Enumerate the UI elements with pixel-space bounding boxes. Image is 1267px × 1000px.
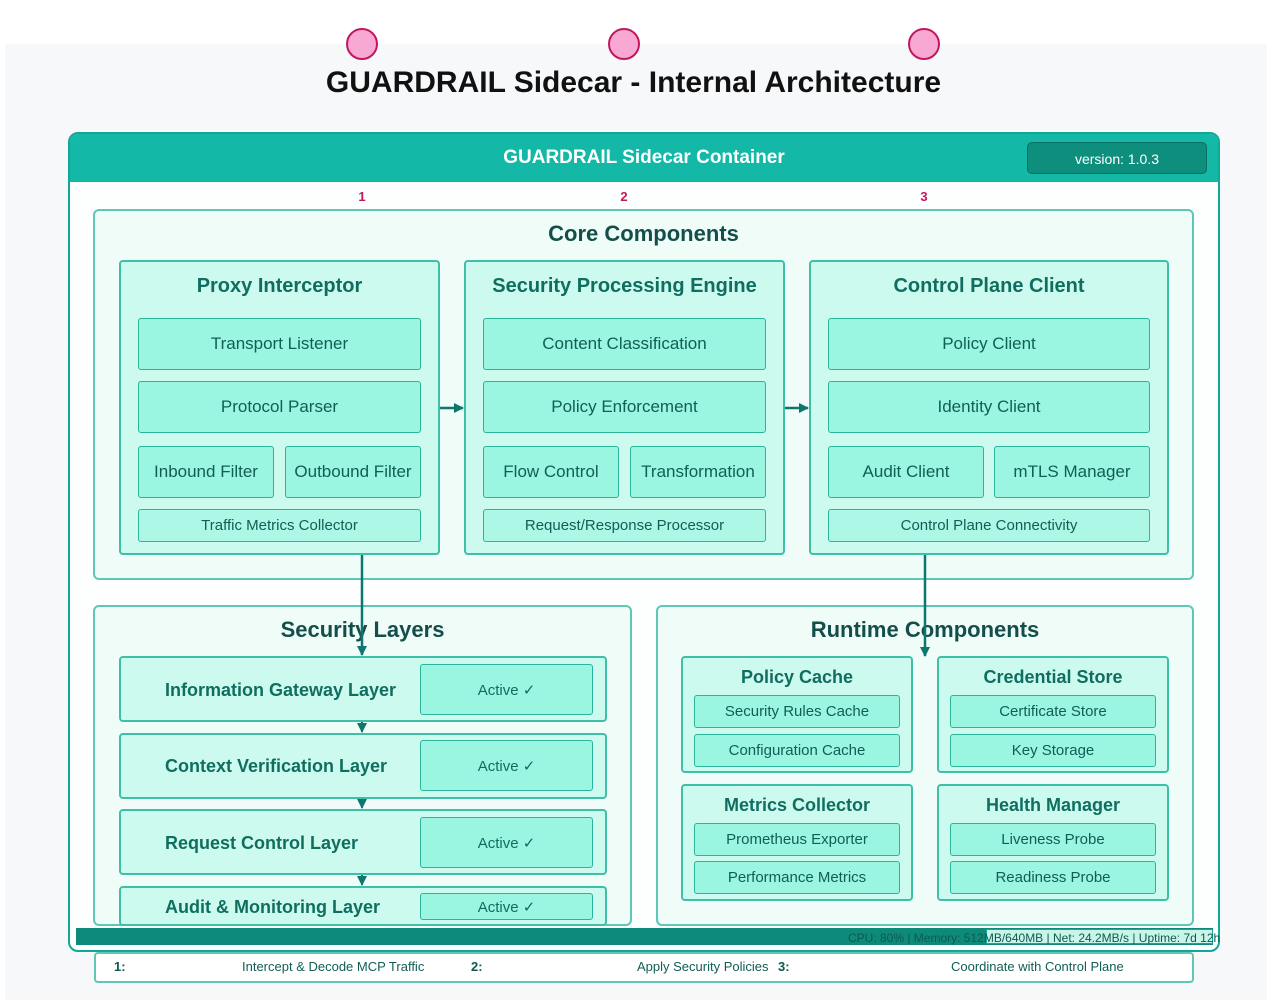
legend-bar [94, 952, 1194, 983]
inbound-filter: Inbound Filter [138, 446, 274, 498]
security-engine-title: Security Processing Engine [492, 275, 757, 297]
content-classification: Content Classification [483, 318, 766, 370]
control-plane-connectivity: Control Plane Connectivity [828, 509, 1150, 542]
mtls-manager: mTLS Manager [994, 446, 1150, 498]
step-2-marker [608, 28, 640, 60]
configuration-cache: Configuration Cache [694, 734, 900, 767]
transport-listener: Transport Listener [138, 318, 421, 370]
legend-2-number: 2: [471, 959, 483, 974]
certificate-store: Certificate Store [950, 695, 1156, 728]
layer-context-verification-status: Active ✓ [420, 740, 593, 791]
layer-context-verification-label: Context Verification Layer [165, 756, 388, 776]
legend-3-number: 3: [778, 959, 790, 974]
flow-control: Flow Control [483, 446, 619, 498]
audit-client: Audit Client [828, 446, 984, 498]
metrics-collector-title: Metrics Collector [723, 795, 871, 815]
credential-store-title: Credential Store [983, 667, 1123, 687]
status-bar-highlight [986, 929, 1213, 944]
outbound-filter: Outbound Filter [285, 446, 421, 498]
layer-request-control-status: Active ✓ [420, 817, 593, 868]
health-manager-title: Health Manager [985, 795, 1121, 815]
policy-cache-title: Policy Cache [740, 667, 854, 687]
legend-1-text: Intercept & Decode MCP Traffic [242, 959, 425, 974]
status-text: CPU: 80% | Memory: 512MB/640MB | Net: 24… [848, 931, 1221, 945]
step-number-2: 2 [620, 189, 628, 204]
protocol-parser: Protocol Parser [138, 381, 421, 433]
proxy-interceptor-title: Proxy Interceptor [196, 275, 363, 297]
status-bar [76, 928, 1213, 945]
step-3-marker [908, 28, 940, 60]
container-title: GUARDRAIL Sidecar Container [503, 147, 785, 168]
legend-1-number: 1: [114, 959, 126, 974]
layer-audit-monitoring-label: Audit & Monitoring Layer [165, 897, 380, 917]
layer-information-gateway-status: Active ✓ [420, 664, 593, 715]
identity-client: Identity Client [828, 381, 1150, 433]
policy-enforcement: Policy Enforcement [483, 381, 766, 433]
layer-audit-monitoring-status: Active ✓ [420, 893, 593, 920]
step-number-1: 1 [358, 189, 366, 204]
version-badge: version: 1.0.3 [1027, 142, 1207, 174]
page-title: GUARDRAIL Sidecar - Internal Architectur… [325, 66, 942, 99]
legend-3-text: Coordinate with Control Plane [951, 959, 1124, 974]
request-response-processor: Request/Response Processor [483, 509, 766, 542]
prometheus-exporter: Prometheus Exporter [694, 823, 900, 856]
traffic-metrics-collector: Traffic Metrics Collector [138, 509, 421, 542]
step-1-marker [346, 28, 378, 60]
liveness-probe: Liveness Probe [950, 823, 1156, 856]
step-number-3: 3 [920, 189, 928, 204]
legend-2-text: Apply Security Policies [637, 959, 769, 974]
layer-information-gateway-label: Information Gateway Layer [165, 680, 397, 700]
security-rules-cache: Security Rules Cache [694, 695, 900, 728]
core-components-title: Core Components [548, 221, 739, 246]
readiness-probe: Readiness Probe [950, 861, 1156, 894]
policy-client: Policy Client [828, 318, 1150, 370]
control-plane-client-title: Control Plane Client [893, 275, 1085, 297]
transformation: Transformation [630, 446, 766, 498]
container-header [70, 134, 1218, 182]
layer-request-control-label: Request Control Layer [165, 833, 359, 853]
performance-metrics: Performance Metrics [694, 861, 900, 894]
key-storage: Key Storage [950, 734, 1156, 767]
